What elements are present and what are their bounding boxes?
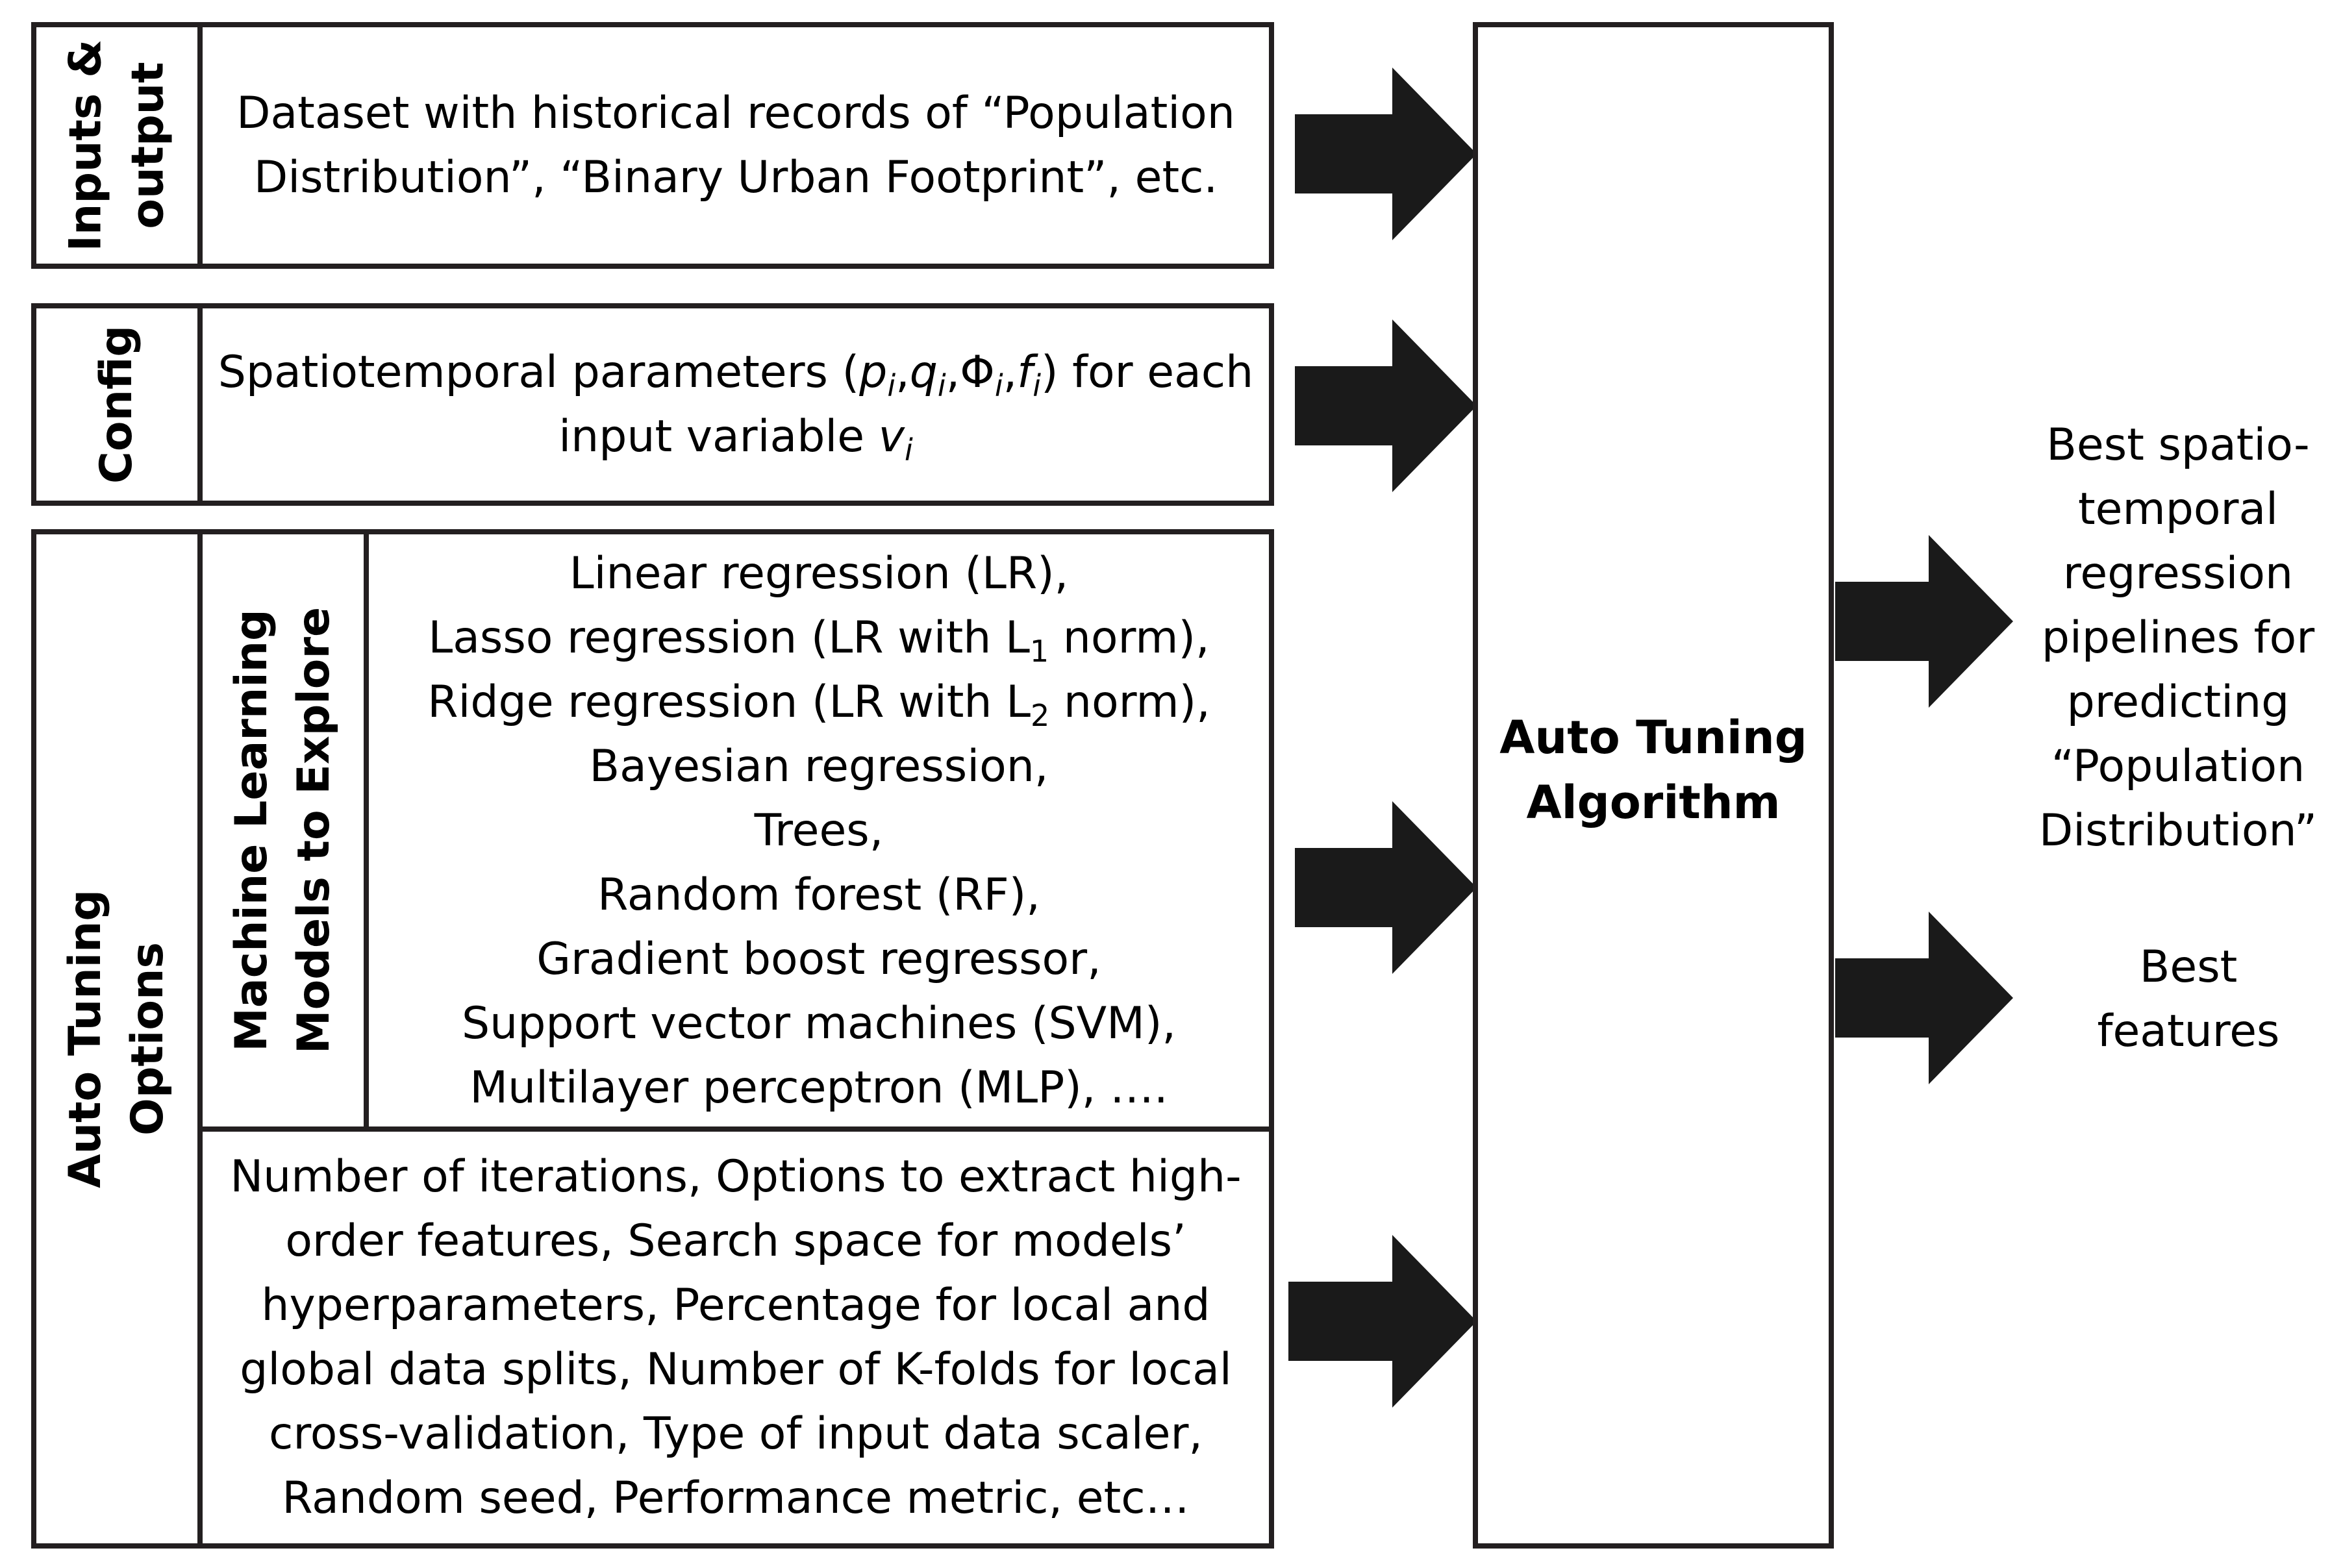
other-options-line: Random seed, Performance metric, etc… (282, 1473, 1190, 1524)
inputs-output-description-line-2: Distribution”, “Binary Urban Footprint”,… (253, 152, 1218, 203)
output-pipelines-line: temporal (2077, 484, 2279, 535)
config-description-line-1: Spatiotemporal parameters (pi,qi,Φi,fi) … (218, 347, 1254, 403)
inputs-output-description: Dataset with historical records of “Popu… (236, 81, 1235, 210)
other-options-text: Number of iterations, Options to extract… (230, 1145, 1241, 1530)
algorithm-title-line-1: Auto Tuning (1499, 710, 1807, 764)
auto-tuning-algorithm-box: Auto Tuning Algorithm (1473, 22, 1834, 1549)
inputs-output-label-line-1: Inputs & (60, 39, 112, 252)
output-pipelines-line: pipelines for (2041, 612, 2315, 664)
config-box: Config Spatiotemporal parameters (pi,qi,… (31, 303, 1274, 506)
arrow-algorithm-to-pipelines (1835, 535, 2013, 708)
ml-models-list: Linear regression (LR), Lasso regression… (427, 541, 1210, 1120)
output-pipelines-line: predicting (2066, 677, 2290, 728)
auto-tuning-options-label: Auto Tuning Options (55, 890, 179, 1188)
other-options-line: order features, Search space for models’ (285, 1215, 1186, 1267)
output-pipelines-line: Distribution” (2038, 805, 2318, 856)
ml-models-label-line-1: Machine Learning (226, 609, 278, 1052)
auto-tuning-options-label-line-1: Auto Tuning (60, 889, 111, 1189)
inputs-output-label: Inputs & output (55, 40, 179, 252)
ml-model-item: Ridge regression (LR with L2 norm), (427, 676, 1210, 733)
ml-model-item: Random forest (RF), (597, 869, 1040, 921)
ml-model-item: Gradient boost regressor, (536, 933, 1101, 985)
ml-model-item: Bayesian regression, (589, 740, 1049, 792)
output-features-line: features (2097, 1006, 2280, 1057)
other-options-cell: Number of iterations, Options to extract… (203, 1132, 1269, 1543)
other-options-line: Number of iterations, Options to extract… (230, 1151, 1242, 1202)
inputs-output-description-cell: Dataset with historical records of “Popu… (203, 27, 1269, 264)
config-label: Config (90, 325, 142, 484)
other-options-line: hyperparameters, Percentage for local an… (261, 1280, 1210, 1331)
auto-tuning-options-label-line-2: Options (122, 942, 173, 1136)
auto-tuning-options-label-cell: Auto Tuning Options (36, 534, 203, 1543)
output-pipelines-line: regression (2062, 548, 2294, 599)
config-description-cell: Spatiotemporal parameters (pi,qi,Φi,fi) … (203, 308, 1269, 501)
output-best-pipelines: Best spatio- temporal regression pipelin… (2026, 413, 2330, 863)
ml-model-item: Linear regression (LR), (569, 547, 1069, 599)
other-options-line: cross-validation, Type of input data sca… (268, 1408, 1203, 1460)
inputs-output-box: Inputs & output Dataset with historical … (31, 22, 1274, 269)
auto-tuning-algorithm-title: Auto Tuning Algorithm (1499, 705, 1807, 835)
output-best-features: Best features (2078, 935, 2299, 1064)
arrow-inputs-to-algorithm (1295, 68, 1477, 240)
algorithm-title-line-2: Algorithm (1526, 775, 1781, 829)
ml-model-item: Multilayer perceptron (MLP), …. (470, 1062, 1168, 1114)
arrow-algorithm-to-features (1835, 912, 2013, 1084)
ml-models-label-cell: Machine Learning Models to Explore (203, 534, 369, 1126)
arrow-config-to-algorithm (1295, 319, 1477, 492)
output-features-line: Best (2139, 941, 2238, 993)
ml-models-list-cell: Linear regression (LR), Lasso regression… (369, 534, 1269, 1126)
config-description: Spatiotemporal parameters (pi,qi,Φi,fi) … (218, 340, 1253, 469)
config-description-line-2: input variable vi (558, 411, 913, 467)
config-label-cell: Config (36, 308, 203, 501)
output-pipelines-line: Best spatio- (2046, 419, 2310, 471)
other-options-line: global data splits, Number of K-folds fo… (240, 1344, 1232, 1395)
auto-tuning-options-box: Auto Tuning Options Machine Learning Mod… (31, 529, 1274, 1549)
ml-model-item: Trees, (754, 804, 884, 856)
inputs-output-label-cell: Inputs & output (36, 27, 203, 264)
arrow-options-to-algorithm (1288, 1235, 1477, 1408)
ml-models-section: Machine Learning Models to Explore Linea… (203, 534, 1269, 1132)
ml-model-item: Lasso regression (LR with L1 norm), (428, 612, 1210, 669)
ml-models-label-line-2: Models to Explore (288, 606, 340, 1054)
inputs-output-description-line-1: Dataset with historical records of “Popu… (236, 88, 1235, 139)
output-pipelines-line: “Population (2051, 741, 2305, 792)
arrow-ml-models-to-algorithm (1295, 801, 1477, 974)
ml-models-label: Machine Learning Models to Explore (221, 607, 345, 1054)
inputs-output-label-line-2: output (122, 62, 174, 229)
ml-model-item: Support vector machines (SVM), (461, 997, 1176, 1049)
